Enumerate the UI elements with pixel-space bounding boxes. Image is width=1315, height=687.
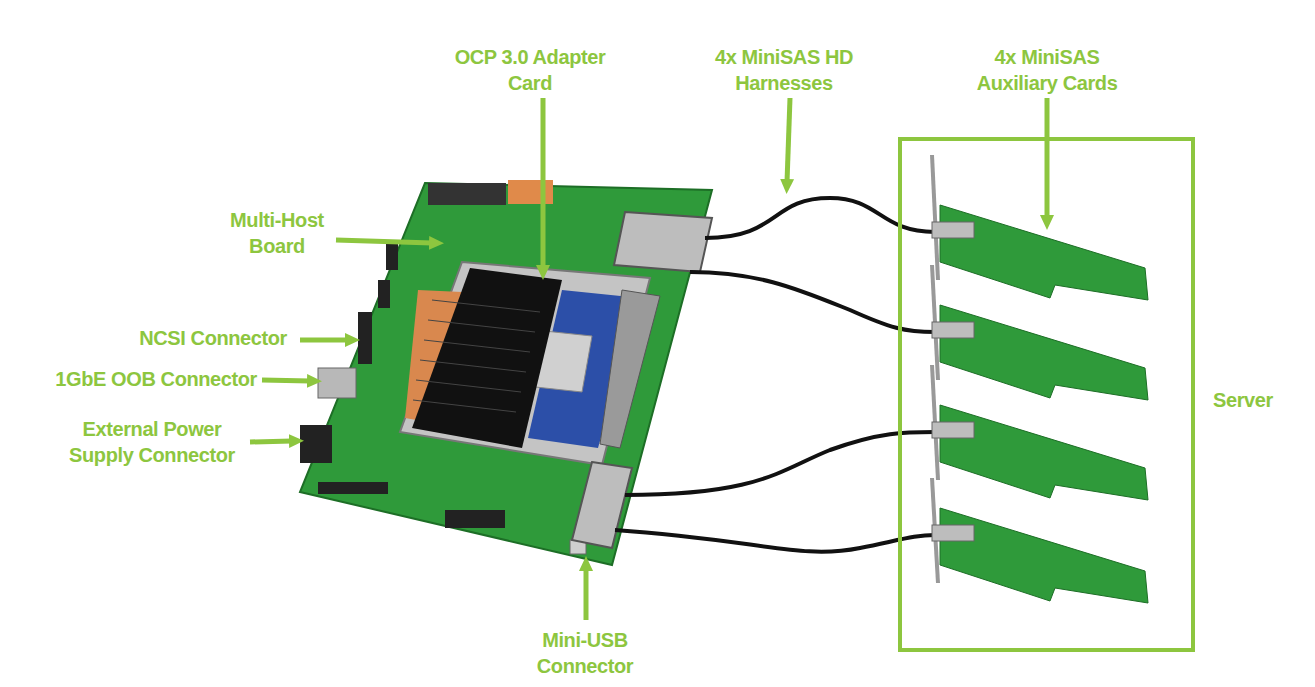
aux-card xyxy=(932,265,1148,400)
callout-label: External Power Supply Connector xyxy=(52,416,252,468)
header-connector xyxy=(508,180,553,204)
leader-arrow xyxy=(250,98,1047,620)
node-title: Server xyxy=(1213,387,1273,413)
callout-label: Multi-Host Board xyxy=(212,207,342,259)
pin-header xyxy=(445,510,505,528)
callout-label: NCSI Connector xyxy=(27,325,287,351)
minisas-cage xyxy=(614,212,712,272)
pin-header xyxy=(318,482,388,494)
ocp-bracket xyxy=(600,290,660,448)
heatsink xyxy=(412,268,562,448)
power-jack xyxy=(300,425,332,463)
minisas-cage xyxy=(572,462,632,548)
rj45-jack xyxy=(318,368,356,398)
callout-label: OCP 3.0 Adapter Card xyxy=(435,44,625,96)
server-box: Server xyxy=(898,137,1195,652)
aux-card xyxy=(932,365,1148,500)
ncsi-header xyxy=(358,312,372,364)
power-header xyxy=(428,183,506,205)
harness-cable xyxy=(615,198,935,552)
callout-label: 4x MiniSAS HD Harnesses xyxy=(689,44,879,96)
callout-label: Mini-USB Connector xyxy=(520,627,650,679)
aux-card xyxy=(932,478,1148,603)
heatsink-fins xyxy=(413,300,540,412)
callout-label: 1GbE OOB Connector xyxy=(0,366,257,392)
board-pcb xyxy=(300,183,712,565)
aux-card xyxy=(932,155,1148,300)
header-pins xyxy=(378,240,398,308)
callout-label: 4x MiniSAS Auxiliary Cards xyxy=(952,44,1142,96)
